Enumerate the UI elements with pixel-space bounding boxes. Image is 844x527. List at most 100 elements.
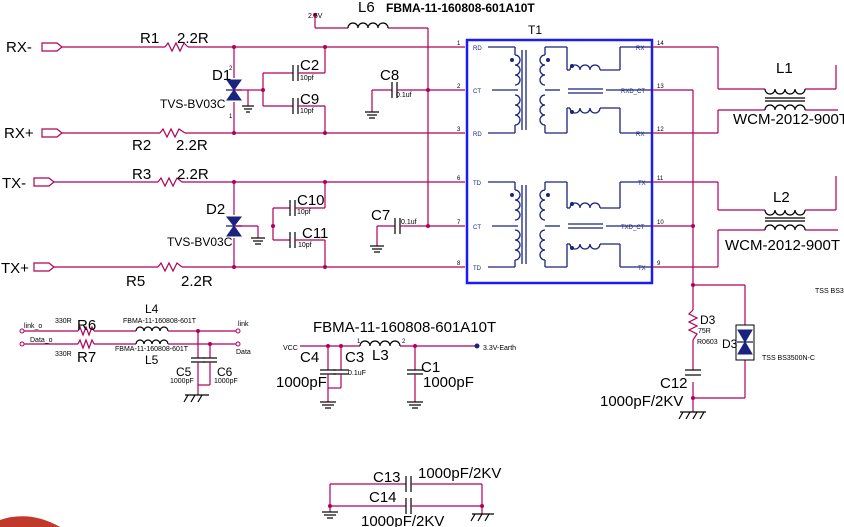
resistor-r5: R5 2.2R	[126, 261, 213, 290]
svg-text:14: 14	[657, 41, 664, 47]
vcc-filter: FBMA-11-160808-601A10T VCC 1 2 3.3V-Eart…	[276, 319, 516, 409]
capacitor-c7: C7 0.1uf	[370, 207, 417, 253]
d3-pkg: R0603	[697, 339, 718, 346]
port-tx-minus: TX-	[2, 175, 55, 192]
t1-ref: T1	[528, 23, 542, 37]
l1-ref: L1	[776, 60, 793, 77]
r6-ref: R6	[77, 317, 96, 334]
r5-value: 2.2R	[181, 273, 213, 290]
v25-label: 2.5V	[308, 13, 323, 20]
c1-value: 1000pF	[423, 374, 474, 391]
c1-ref: C1	[421, 359, 440, 376]
common-mode-choke-l1: L1 WCM-2012-900T	[733, 60, 844, 128]
l3-part: FBMA-11-160808-601A10T	[313, 319, 496, 336]
port-rx-plus-label: RX+	[4, 125, 34, 142]
capacitor-c8: C8 0.1uf	[365, 67, 412, 119]
r3-value: 2.2R	[177, 166, 209, 183]
c3-value: 0.1uF	[348, 370, 366, 377]
l6-part: FBMA-11-160808-601A10T	[386, 1, 535, 15]
svg-text:CT: CT	[473, 225, 481, 231]
c4-value: 1000pF	[276, 374, 327, 391]
c14-value: 1000pF/2KV	[361, 513, 444, 527]
wires-main	[54, 15, 465, 268]
capacitor-c12: C12 1000pF/2KV	[600, 369, 701, 410]
c7-value: 0.1uf	[401, 219, 417, 226]
capacitor-c2: C2 10pf	[262, 47, 326, 106]
svg-text:TXD_CT: TXD_CT	[621, 225, 645, 231]
svg-text:RX: RX	[636, 46, 644, 52]
l3-ref: L3	[372, 347, 389, 364]
r1-ref: R1	[140, 30, 159, 47]
d3-ref: D3	[700, 313, 716, 327]
svg-text:RD: RD	[473, 132, 482, 138]
c13-ref: C13	[373, 469, 401, 486]
t1-upper-coils	[488, 46, 652, 134]
svg-text:2: 2	[402, 339, 406, 345]
c2-value: 10pf	[300, 75, 314, 82]
svg-text:TD: TD	[473, 181, 482, 187]
svg-text:CT: CT	[473, 89, 481, 95]
svg-text:2: 2	[457, 84, 461, 90]
r6-value: 330R	[55, 318, 72, 325]
r2-value: 2.2R	[176, 137, 208, 154]
c2-ref: C2	[300, 57, 319, 74]
svg-text:7: 7	[457, 220, 461, 226]
r7-ref: R7	[77, 349, 96, 366]
c10-ref: C10	[297, 192, 325, 209]
r5-ref: R5	[126, 273, 145, 290]
c11-value: 10pf	[298, 242, 312, 249]
svg-text:13: 13	[657, 84, 664, 90]
svg-text:6: 6	[457, 176, 461, 182]
svg-text:RXD_CT: RXD_CT	[621, 89, 645, 95]
edge-fragment	[0, 516, 60, 527]
led-lines: link_o Data_o 330R R6 330R R7 link Data …	[19, 302, 251, 403]
port-rx-minus-label: RX-	[6, 39, 32, 56]
d1-ref: D1	[212, 67, 231, 84]
svg-text:11: 11	[657, 176, 664, 182]
t1-lower-coils	[488, 181, 652, 268]
r1-value: 2.2R	[177, 30, 209, 47]
ferrite-l6: L6 FBMA-11-160808-601A10T 2.5V	[308, 0, 535, 29]
l2-ref: L2	[773, 189, 790, 206]
c6-ref: C6	[217, 365, 233, 379]
svg-text:TX: TX	[638, 266, 646, 272]
svg-text:12: 12	[657, 127, 664, 133]
l5-part: FBMA-11-160808-601T	[115, 346, 189, 353]
tvs-diode-d1: D1 TVS-BV03C 2 1	[160, 47, 254, 133]
resistor-r1: R1 2.2R	[140, 30, 209, 53]
port-rx-minus: RX-	[6, 39, 63, 56]
capacitor-c11: C11 10pf	[273, 225, 328, 267]
svg-text:10: 10	[657, 220, 664, 226]
c12-ref: C12	[660, 375, 688, 392]
l4-ref: L4	[145, 302, 159, 316]
c14-ref: C14	[369, 489, 397, 506]
c10-value: 10pf	[297, 209, 311, 216]
capacitor-c13-c14: C13 1000pF/2KV C14 1000pF/2KV	[322, 465, 501, 527]
svg-text:8: 8	[457, 261, 461, 267]
port-tx-plus: TX+	[1, 260, 55, 277]
wires-right	[652, 46, 838, 412]
c7-ref: C7	[371, 207, 390, 224]
d3b-part: TSS BS3500N-C	[762, 355, 815, 362]
c13-value: 1000pF/2KV	[418, 465, 501, 482]
resistor-r2: R2 2.2R	[132, 127, 208, 154]
resistor-d3: D3 75R R0603	[687, 309, 718, 346]
c9-ref: C9	[300, 91, 319, 108]
c9-value: 10pf	[300, 108, 314, 115]
port-tx-plus-label: TX+	[1, 260, 29, 277]
svg-text:1: 1	[457, 41, 461, 47]
data-o-label: Data_o	[30, 337, 53, 344]
data-label: Data	[236, 349, 251, 356]
common-mode-choke-l2: L2 WCM-2012-900T	[725, 189, 840, 254]
link-o-label: link_o	[24, 323, 42, 330]
c5-ref: C5	[176, 365, 192, 379]
vcc-label: VCC	[283, 345, 298, 352]
link-label: link	[238, 321, 249, 328]
l2-part: WCM-2012-900T	[725, 237, 840, 254]
svg-text:1: 1	[357, 339, 361, 345]
d2-ref: D2	[206, 201, 225, 218]
svg-text:9: 9	[657, 261, 661, 267]
c8-ref: C8	[380, 67, 399, 84]
c6-value: 1000pF	[214, 378, 238, 385]
